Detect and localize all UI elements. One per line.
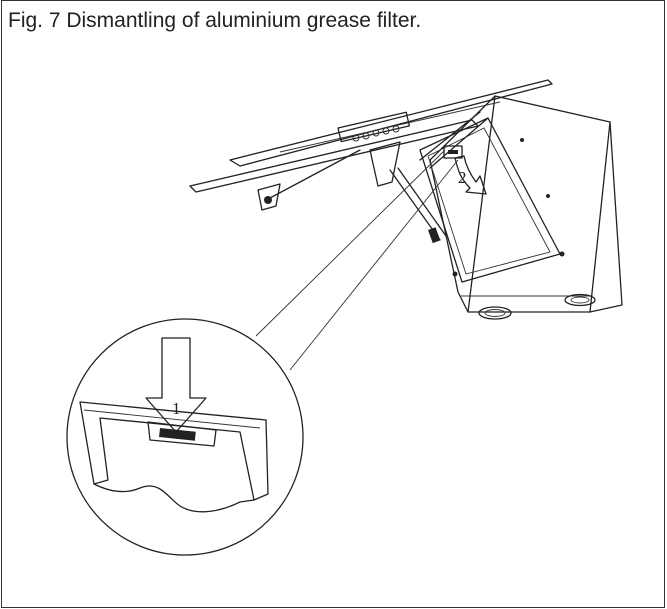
filter-handle <box>443 145 463 159</box>
step-1-label: 1 <box>172 399 181 418</box>
arrow-step-1: 1 <box>145 337 207 433</box>
hood-body <box>429 95 623 320</box>
step-2-label: 2 <box>458 168 467 187</box>
detail-circle <box>66 318 304 556</box>
callout-lines <box>255 149 459 371</box>
arrow-step-2: 2 <box>454 155 487 195</box>
grease-filter <box>419 117 565 283</box>
glass-canopy <box>189 79 553 244</box>
figure-caption: Fig. 7 Dismantling of aluminium grease f… <box>8 9 422 32</box>
